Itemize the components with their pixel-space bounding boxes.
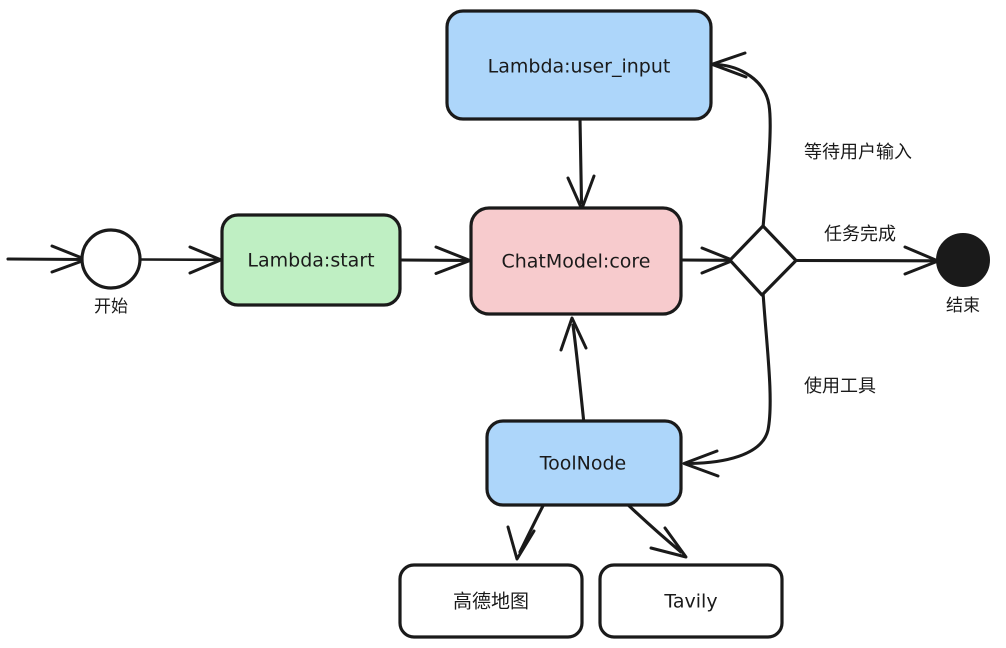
edge-start-to-lambda-start: [139, 245, 223, 275]
lambda-user-input-label: Lambda:user_input: [488, 56, 671, 78]
edge-label-use-tools: 使用工具: [804, 376, 876, 397]
lambda-start-label: Lambda:start: [247, 250, 374, 272]
tavily-box[interactable]: [598, 563, 784, 639]
node-decision[interactable]: [728, 224, 798, 297]
tavily-label: Tavily: [663, 591, 717, 613]
chatmodel-core-label: ChatModel:core: [501, 251, 650, 273]
node-toolnode[interactable]: ToolNode: [485, 419, 683, 507]
decision-diamond[interactable]: [728, 224, 798, 297]
edge-toolnode-to-chatmodel: [559, 316, 588, 426]
nodes-layer: 开始 Lambda:start Lambda:user_input ChatMo…: [80, 9, 990, 639]
edge-decision-to-end: [793, 245, 940, 276]
lambda-start-box[interactable]: [220, 213, 402, 307]
edge-toolnode-to-amap: [506, 500, 547, 561]
end-label: 结束: [946, 296, 980, 316]
edge-chatmodel-to-decision: [679, 246, 735, 275]
toolnode-box[interactable]: [485, 419, 683, 507]
edge-label-wait-user-input: 等待用户输入: [804, 142, 912, 163]
edge-entry-to-start: [6, 244, 88, 274]
edge-labels-layer: 任务完成 等待用户输入 使用工具: [804, 142, 912, 397]
node-amap[interactable]: 高德地图: [398, 563, 584, 639]
node-end[interactable]: 结束: [936, 233, 990, 316]
edge-lambda-start-to-chatmodel: [399, 245, 472, 275]
lambda-user-input-box[interactable]: [445, 9, 713, 121]
end-circle[interactable]: [936, 233, 990, 287]
node-lambda-start[interactable]: Lambda:start: [220, 213, 402, 307]
node-lambda-user-input[interactable]: Lambda:user_input: [445, 9, 713, 121]
edge-label-task-complete: 任务完成: [824, 224, 896, 245]
edge-decision-to-toolnode: [682, 290, 772, 478]
amap-label: 高德地图: [453, 591, 529, 613]
start-label: 开始: [94, 297, 128, 317]
start-circle[interactable]: [80, 228, 142, 290]
node-chatmodel-core[interactable]: ChatModel:core: [469, 206, 683, 316]
toolnode-label: ToolNode: [539, 453, 627, 475]
edge-user-input-to-chatmodel: [566, 117, 596, 211]
edge-decision-to-user-input: [710, 51, 772, 230]
node-start[interactable]: 开始: [80, 228, 142, 317]
edge-toolnode-to-tavily: [623, 500, 688, 559]
node-tavily[interactable]: Tavily: [598, 563, 784, 639]
chatmodel-core-box[interactable]: [469, 206, 683, 316]
amap-box[interactable]: [398, 563, 584, 639]
